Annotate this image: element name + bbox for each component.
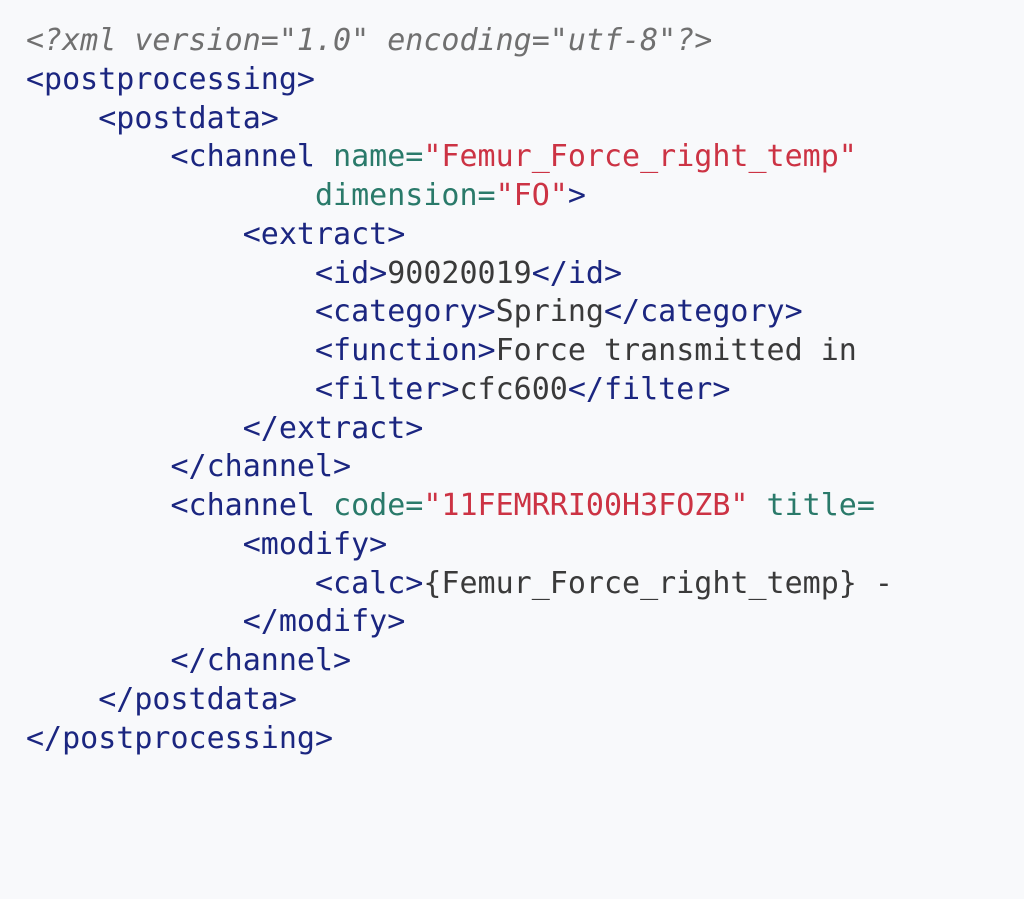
tag-channel-close-bracket: > — [567, 178, 586, 213]
tag-postprocessing-close: </postprocessing> — [26, 720, 334, 756]
tag-filter-open: <filter> — [314, 371, 460, 407]
tag-postdata-open: <postdata> — [98, 100, 279, 136]
tag-channel-close-2: </channel> — [170, 643, 352, 678]
code-line-extract-close: </extract> — [26, 410, 1024, 449]
code-line-filter: <filter>cfc600</filter> — [26, 371, 1024, 410]
tag-modify-close: </modify> — [242, 604, 406, 640]
tag-modify-open: <modify> — [242, 526, 388, 562]
attr-name: name= — [333, 139, 424, 175]
code-line-channel-dimension: dimension="FO"> — [26, 177, 1024, 216]
tag-id-open: <id> — [314, 255, 388, 291]
code-line-category: <category>Spring</category> — [26, 293, 1024, 332]
category-value: Spring — [495, 294, 604, 330]
tag-id-close: </id> — [531, 255, 623, 291]
code-line-channel-name: <channel name="Femur_Force_right_temp" — [26, 138, 1024, 177]
id-value: 90020019 — [387, 255, 532, 291]
code-line-modify-open: <modify> — [26, 526, 1024, 565]
attr-code-value: "11FEMRRI00H3FOZB" — [423, 488, 749, 523]
code-line-channel-code: <channel code="11FEMRRI00H3FOZB" title= — [26, 487, 1024, 526]
tag-extract-open: <extract> — [242, 216, 406, 252]
tag-category-close: </category> — [603, 294, 803, 330]
attr-dimension: dimension= — [314, 178, 496, 213]
code-line-postprocessing-close: </postprocessing> — [26, 720, 1024, 759]
code-line-xml-declaration: <?xml version="1.0" encoding="utf-8"?> — [26, 22, 1024, 61]
tag-extract-close: </extract> — [242, 410, 424, 446]
code-line-modify-close: </modify> — [26, 603, 1024, 642]
tag-category-open: <category> — [314, 294, 496, 330]
function-value: Force transmitted in — [495, 333, 857, 368]
code-line-postprocessing-open: <postprocessing> — [26, 61, 1024, 100]
xml-declaration: <?xml version="1.0" encoding="utf-8"?> — [26, 23, 713, 58]
tag-postprocessing-open: <postprocessing> — [26, 61, 315, 97]
tag-channel-open: <channel — [170, 139, 316, 175]
tag-postdata-close: </postdata> — [98, 681, 297, 717]
code-line-channel-close-2: </channel> — [26, 642, 1024, 681]
tag-channel-close: </channel> — [170, 449, 352, 485]
tag-channel-open-2: <channel — [170, 488, 316, 523]
code-line-extract-open: <extract> — [26, 216, 1024, 255]
attr-name-value: "Femur_Force_right_temp" — [423, 139, 857, 175]
code-line-channel-close: </channel> — [26, 448, 1024, 487]
code-line-function: <function>Force transmitted in — [26, 332, 1024, 371]
attr-dimension-value: "FO" — [495, 178, 568, 213]
tag-calc-open: <calc> — [314, 565, 424, 601]
code-line-id: <id>90020019</id> — [26, 255, 1024, 294]
tag-function-open: <function> — [314, 333, 496, 368]
filter-value: cfc600 — [459, 371, 568, 407]
code-line-postdata-open: <postdata> — [26, 100, 1024, 139]
code-line-postdata-close: </postdata> — [26, 681, 1024, 720]
code-line-calc: <calc>{Femur_Force_right_temp} - — [26, 565, 1024, 604]
tag-filter-close: </filter> — [567, 371, 731, 407]
attr-code: code= — [333, 488, 424, 523]
attr-title: title= — [766, 488, 875, 523]
calc-value: {Femur_Force_right_temp} - — [423, 565, 893, 601]
